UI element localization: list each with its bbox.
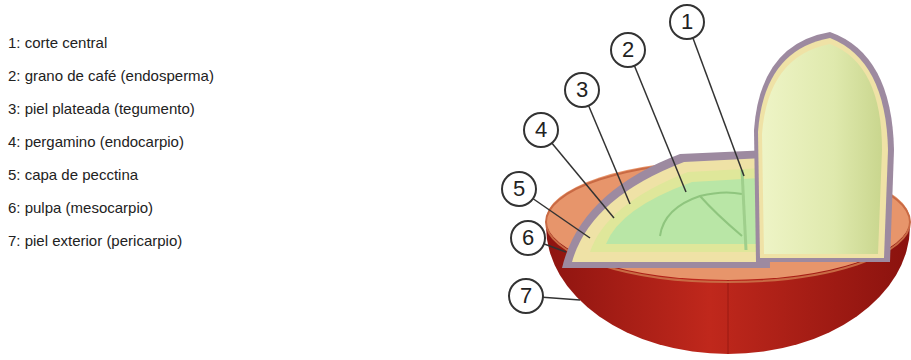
part-label: 1: corte central [8,34,107,52]
callout-circle: 7 [508,278,544,314]
callout-circle: 3 [564,72,600,108]
callout-number: 7 [520,285,532,307]
part-label: 4: pergamino (endocarpio) [8,133,184,151]
callout-number: 2 [622,39,634,61]
callout-number: 1 [681,11,693,33]
part-label: 2: grano de café (endosperma) [8,67,214,85]
callout-number: 4 [535,119,547,141]
part-label: 6: pulpa (mesocarpio) [8,199,153,217]
part-label: 7: piel exterior (pericarpio) [8,232,182,250]
callout-number: 5 [513,178,525,200]
callout-number: 3 [576,79,588,101]
callout-circle: 2 [610,32,646,68]
callout-circle: 4 [523,112,559,148]
part-label: 3: piel plateada (tegumento) [8,100,195,118]
part-label: 5: capa de pecctina [8,166,138,184]
callout-circle: 5 [501,171,537,207]
callout-circle: 6 [510,220,546,256]
callout-circle: 1 [669,4,705,40]
callout-number: 6 [522,227,534,249]
